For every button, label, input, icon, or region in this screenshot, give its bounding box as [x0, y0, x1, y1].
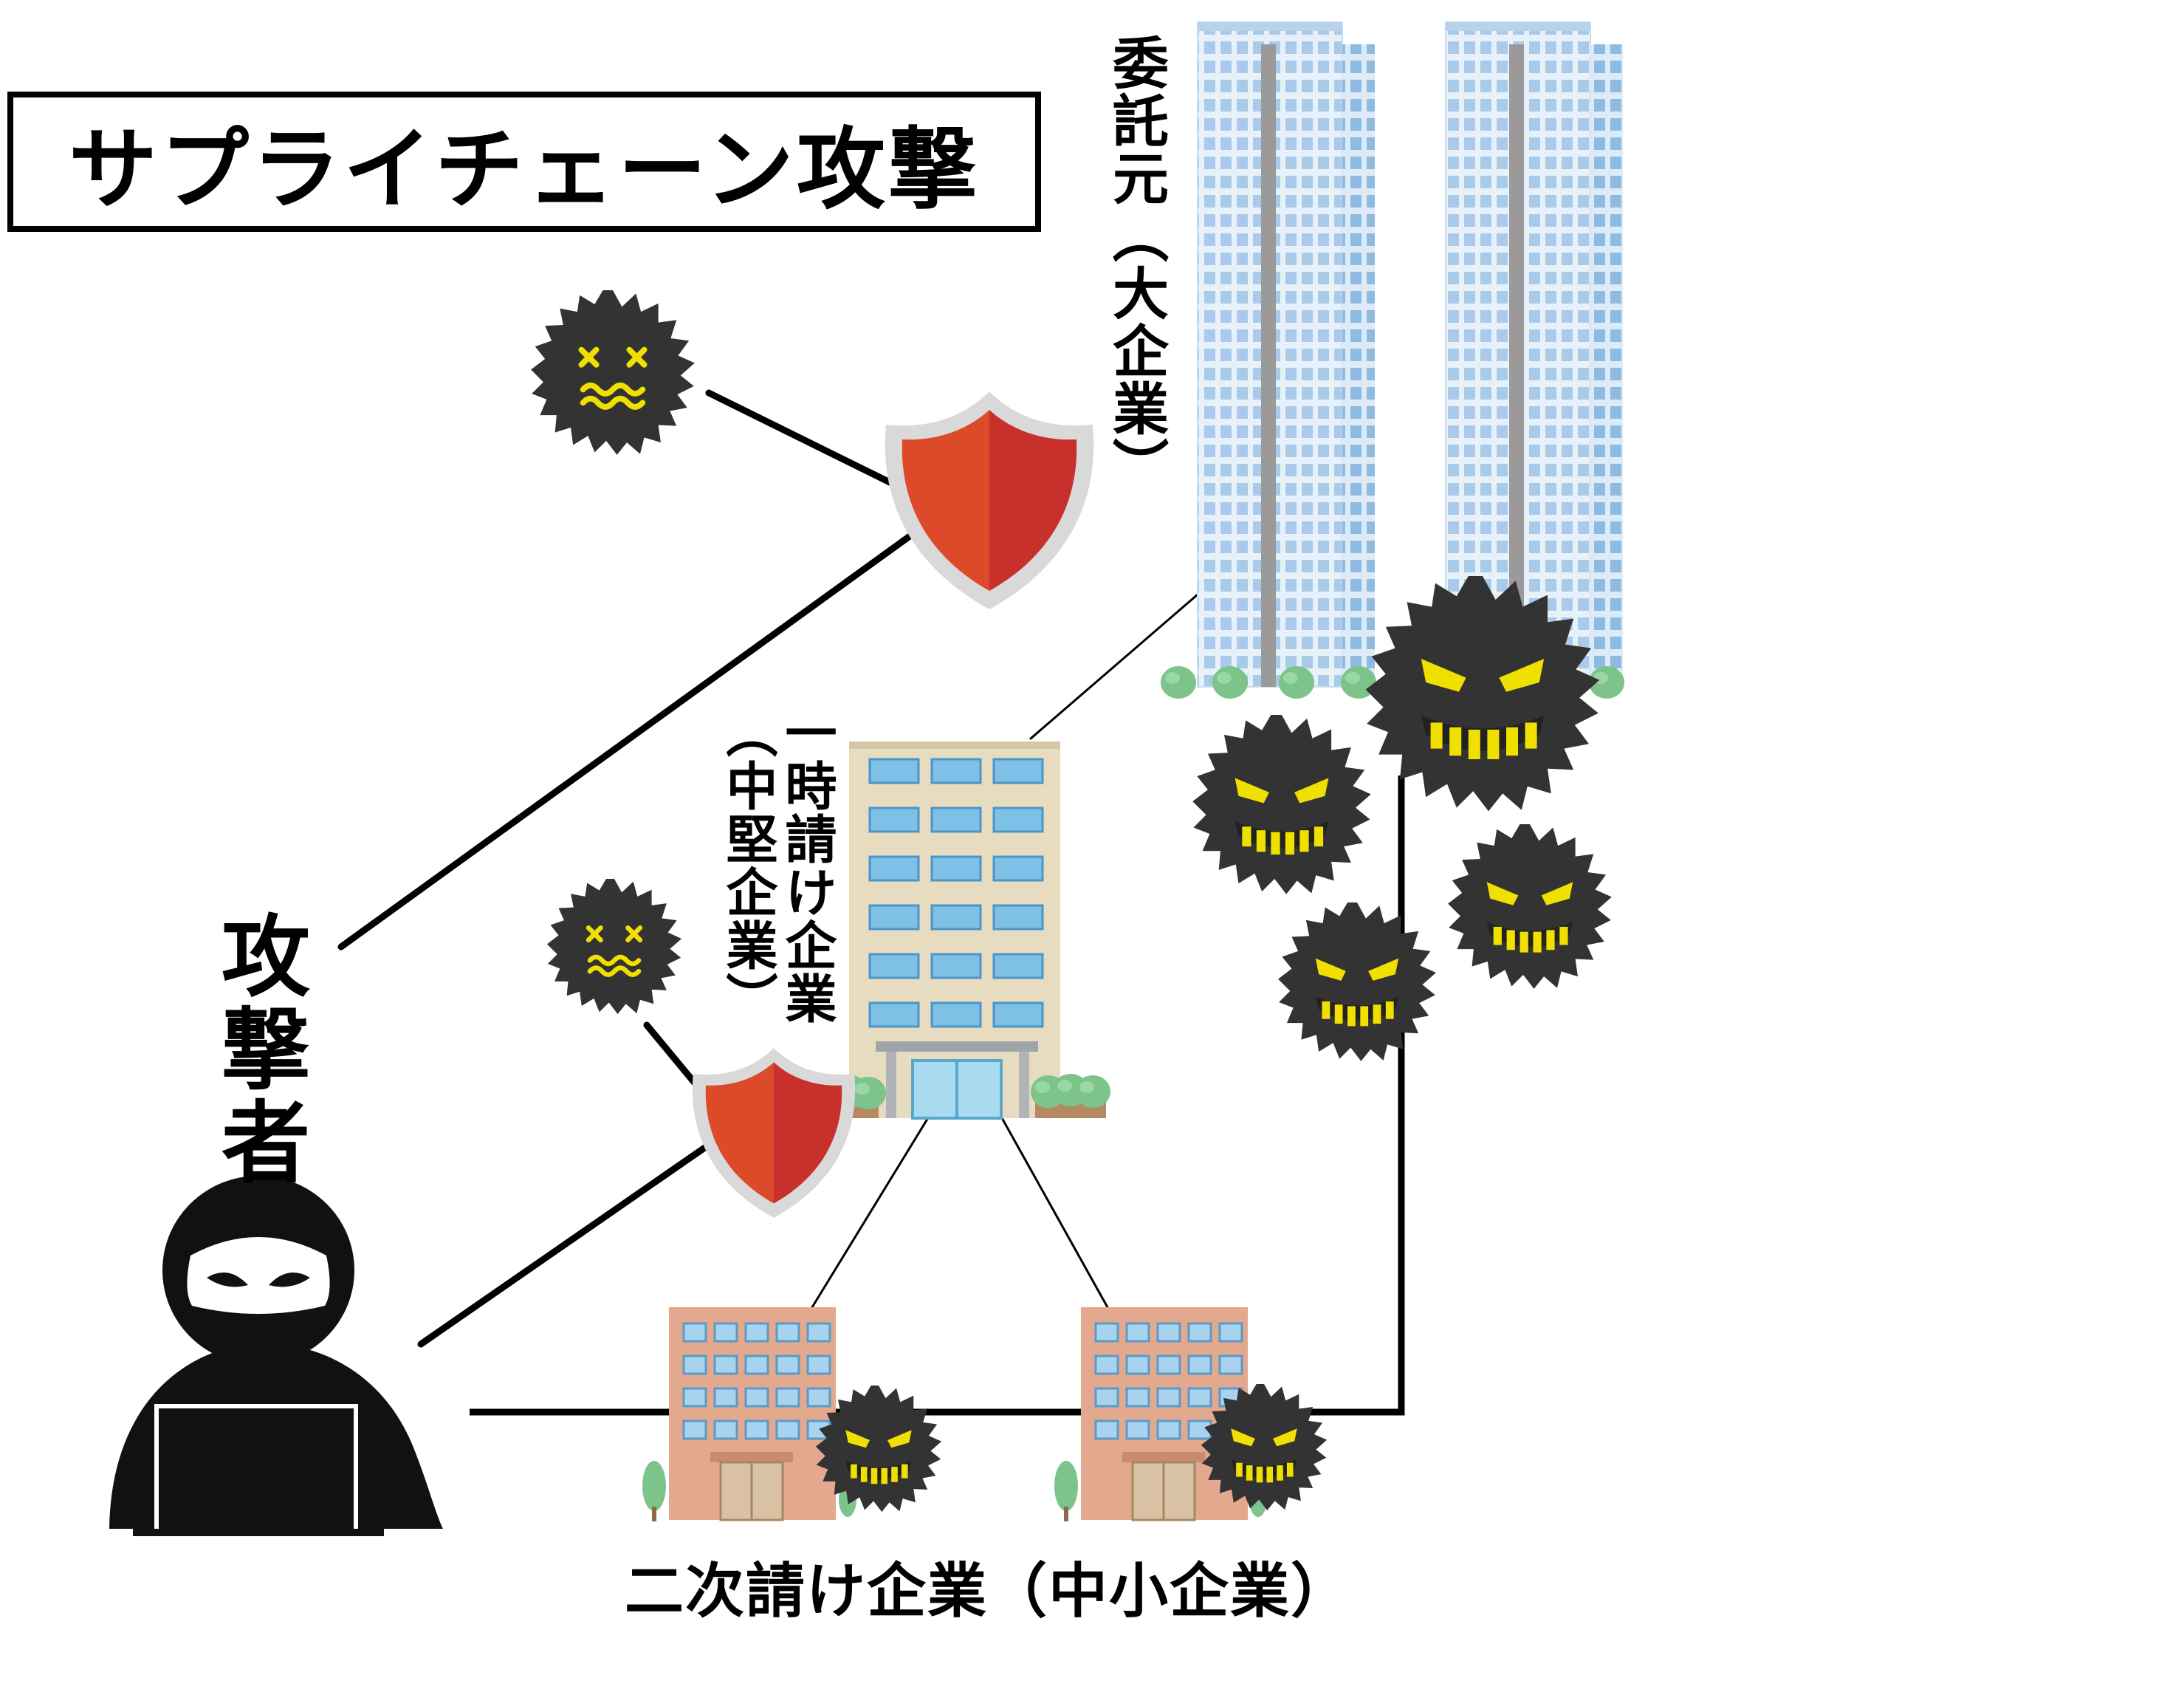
hooded-hacker-icon — [109, 1176, 443, 1536]
secondary-building-left-icon — [642, 1307, 856, 1521]
evil-virus-icon — [1448, 824, 1612, 989]
title-box: サプライチェーン攻撃 — [7, 92, 1041, 232]
shield-icon — [692, 1047, 856, 1218]
diagram-title: サプライチェーン攻撃 — [69, 119, 980, 222]
primary-contractor-name-label: 一時請け企業 — [777, 706, 837, 1025]
secondary-contractor-label: 二次請け企業（中小企業） — [625, 1557, 1351, 1626]
evil-virus-icon — [1192, 715, 1371, 894]
line-client-to-primary — [1029, 593, 1199, 740]
evil-virus-icon — [1278, 902, 1436, 1061]
dizzy-virus-icon — [531, 290, 695, 455]
primary-building-icon — [833, 741, 1110, 1120]
dizzy-virus-icon — [546, 879, 682, 1015]
line-attacker-to-shield-top — [337, 506, 950, 951]
line-attacker-to-shield-mid — [417, 1125, 736, 1348]
attacker-label: 攻撃者 — [206, 910, 309, 1189]
line-primary-to-secondary-left — [811, 1115, 930, 1309]
client-label: 委託元（大企業） — [1103, 34, 1169, 495]
primary-contractor-type-label: （中堅企業） — [718, 706, 778, 1025]
line-primary-to-secondary-right — [1000, 1115, 1109, 1309]
client-building-icon — [1161, 21, 1624, 699]
shield-icon — [885, 391, 1094, 609]
